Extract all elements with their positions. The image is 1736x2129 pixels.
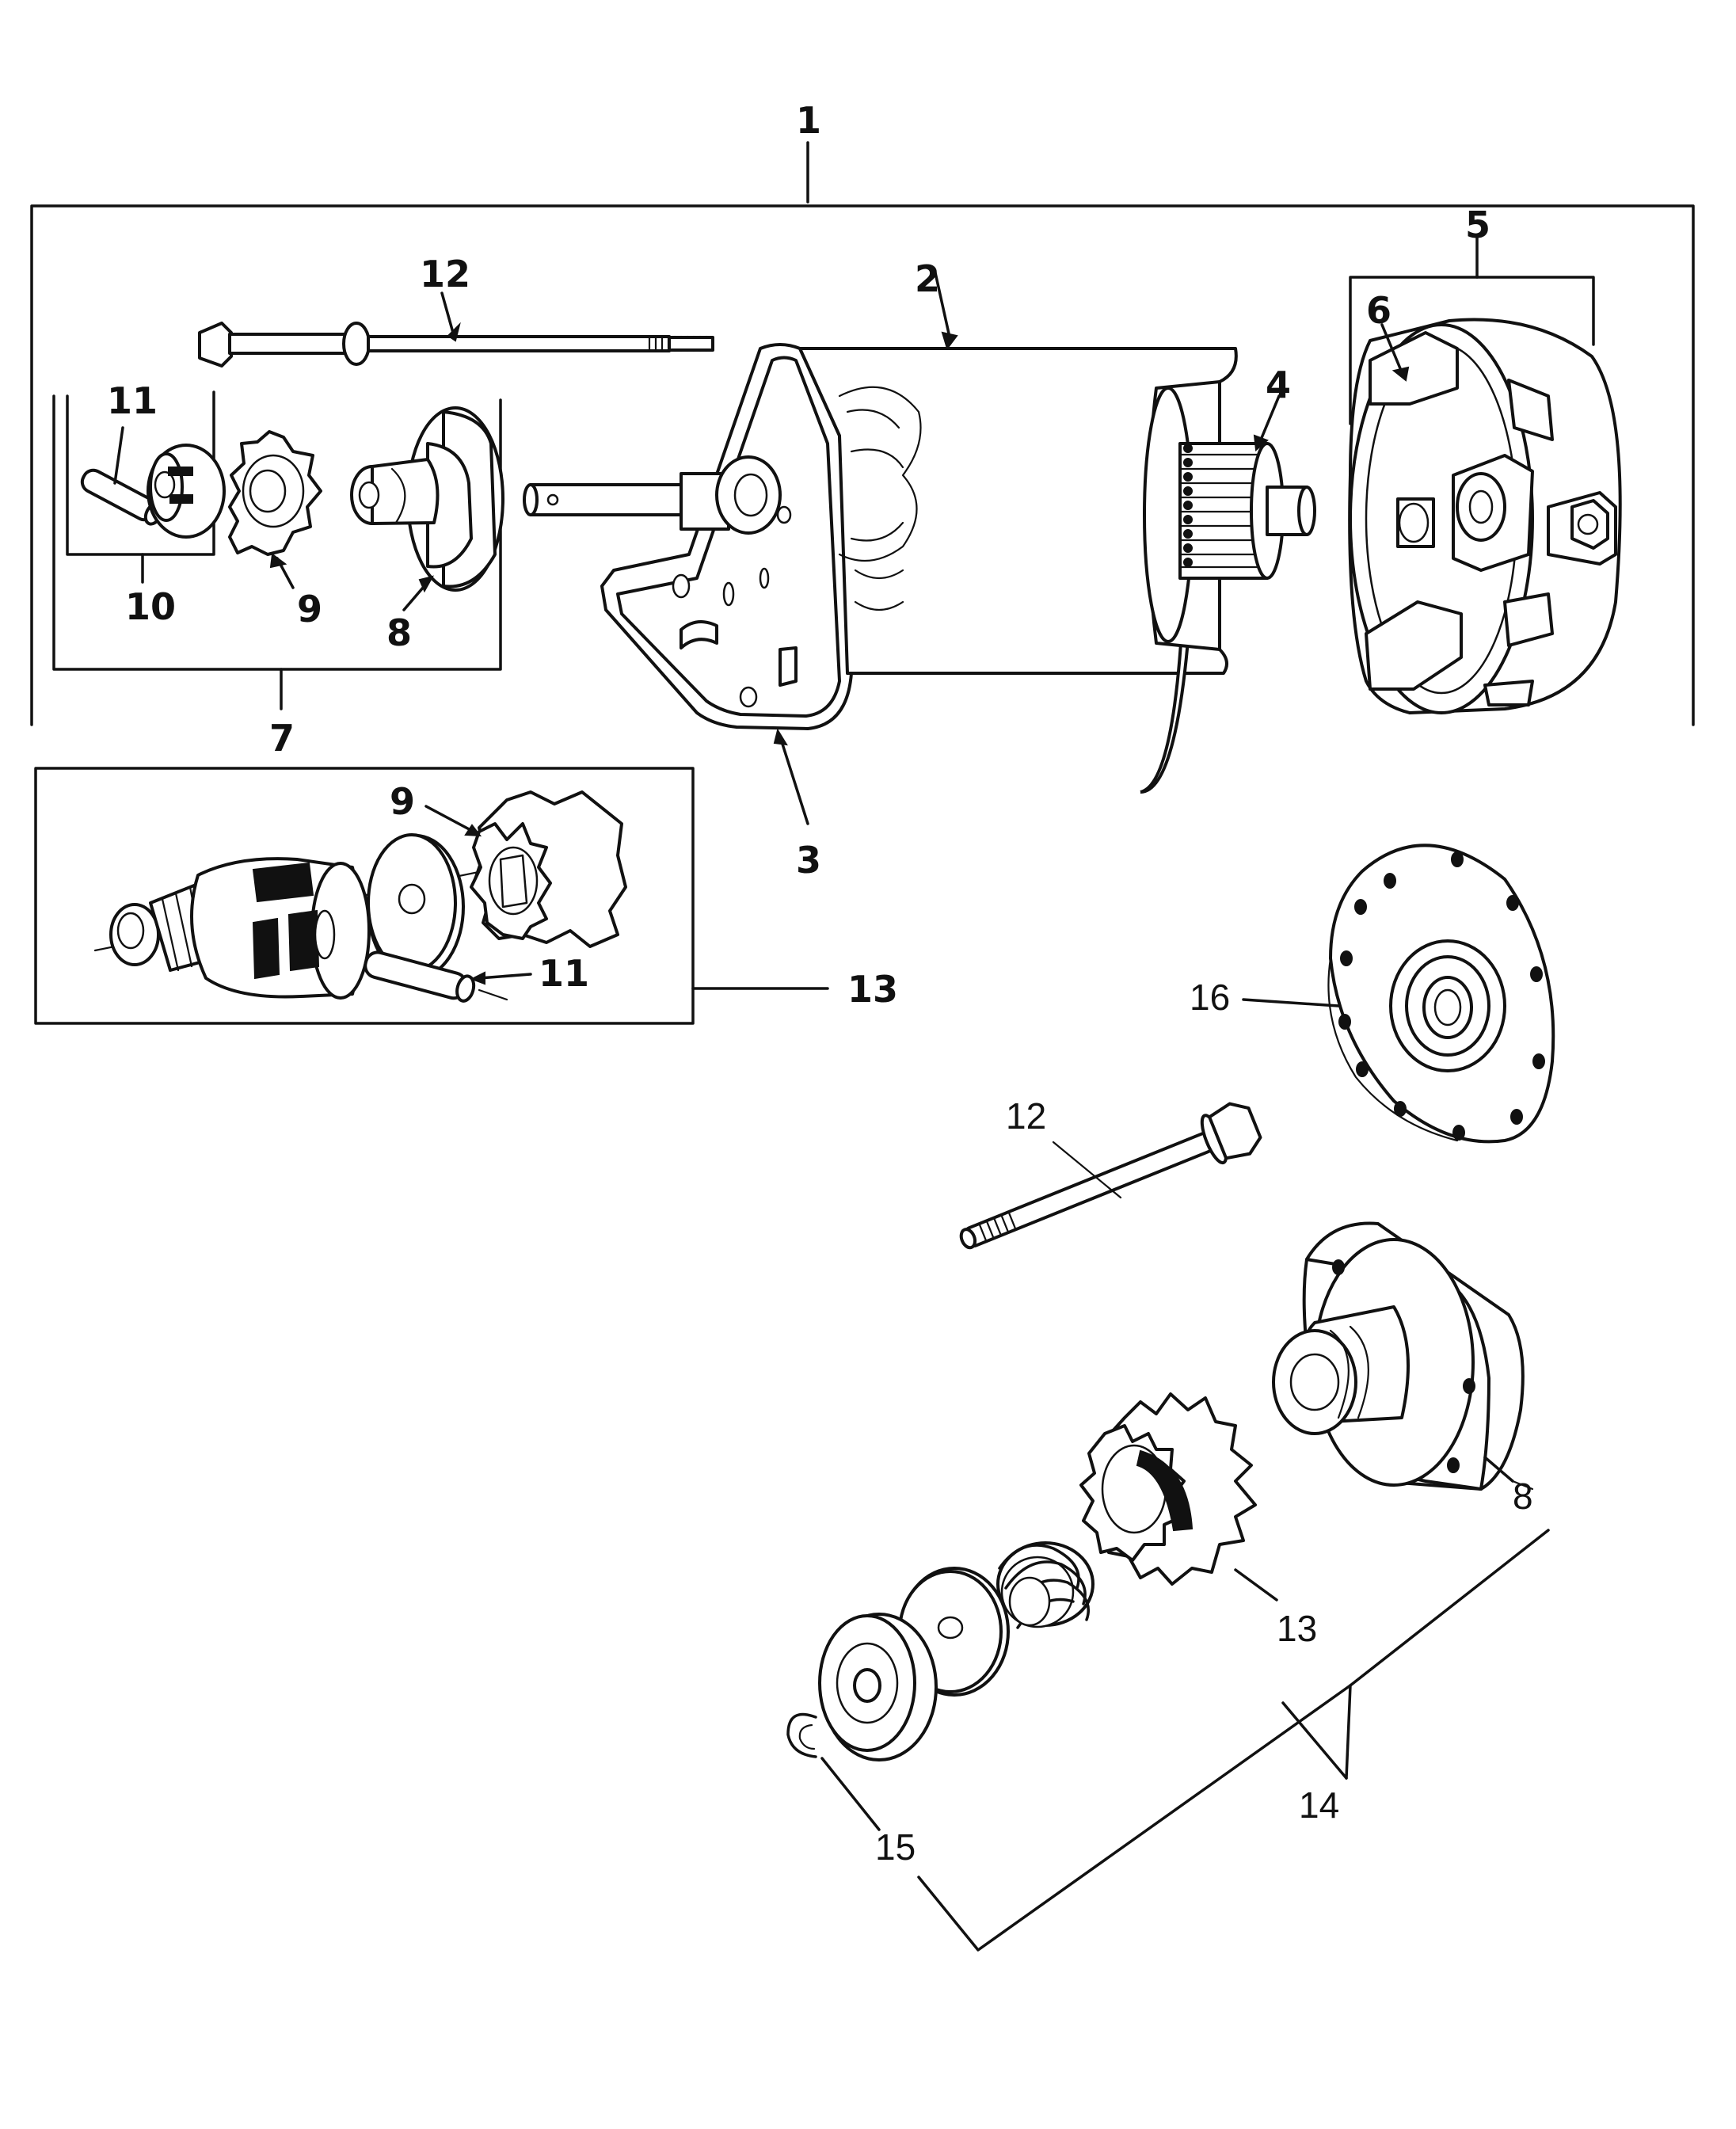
callout-9: 9 [297,588,322,630]
inset-callout-13: 13 [847,968,898,1011]
inset-drive-13 [34,767,829,1025]
inset-callout-11: 11 [539,952,589,995]
callout-2: 2 [915,257,940,300]
snap-ring [786,1712,881,1831]
commutator-end-head [1348,236,1622,714]
lower-callout-14: 14 [1299,1784,1339,1826]
callout-10: 10 [125,585,176,628]
drive-housing-upper [350,406,504,611]
lower-callout-12: 12 [1006,1095,1046,1137]
callout-1: 1 [796,99,821,142]
pinion-gear-upper [228,430,322,589]
pinion-gear-lower [1079,1392,1278,1602]
callout-4: 4 [1266,364,1291,406]
callout-12: 12 [420,253,470,295]
callout-8: 8 [386,611,412,654]
bearing-plate-16 [1242,844,1555,1144]
callout-3: 3 [796,839,821,882]
assembly-1-bracket [30,141,1695,726]
lower-callout-13: 13 [1277,1608,1317,1649]
lower-callouts: 8 12 13 14 15 16 [875,977,1533,1868]
inset-callout-9: 9 [390,780,415,823]
drive-spring [996,1541,1095,1629]
drive-housing-lower [1272,1221,1534,1491]
drive-end-flange [523,343,853,825]
armature-commutator [1143,380,1316,651]
collar-upper [147,444,226,539]
through-bolt-upper [198,291,714,368]
inset-callouts: 9 11 13 [390,780,898,1011]
bracket-14-15 [917,1529,1550,1952]
inset-roll-pin [364,950,532,1003]
callout-6: 6 [1366,289,1391,332]
inset-drive-sleeve [93,842,619,1000]
upper-callouts: 1 2 3 4 5 6 7 8 9 10 11 12 [107,99,1490,882]
stop-collar [818,1613,938,1761]
lower-callout-15: 15 [875,1826,916,1868]
callout-11: 11 [107,379,158,422]
inset-washer [367,833,465,980]
lower-callout-16: 16 [1190,977,1230,1018]
callout-7: 7 [269,717,295,760]
callout-5: 5 [1465,204,1490,246]
lower-callout-8: 8 [1513,1476,1533,1517]
through-bolt-lower [959,1102,1262,1250]
inset-pinion-gear [424,790,627,948]
